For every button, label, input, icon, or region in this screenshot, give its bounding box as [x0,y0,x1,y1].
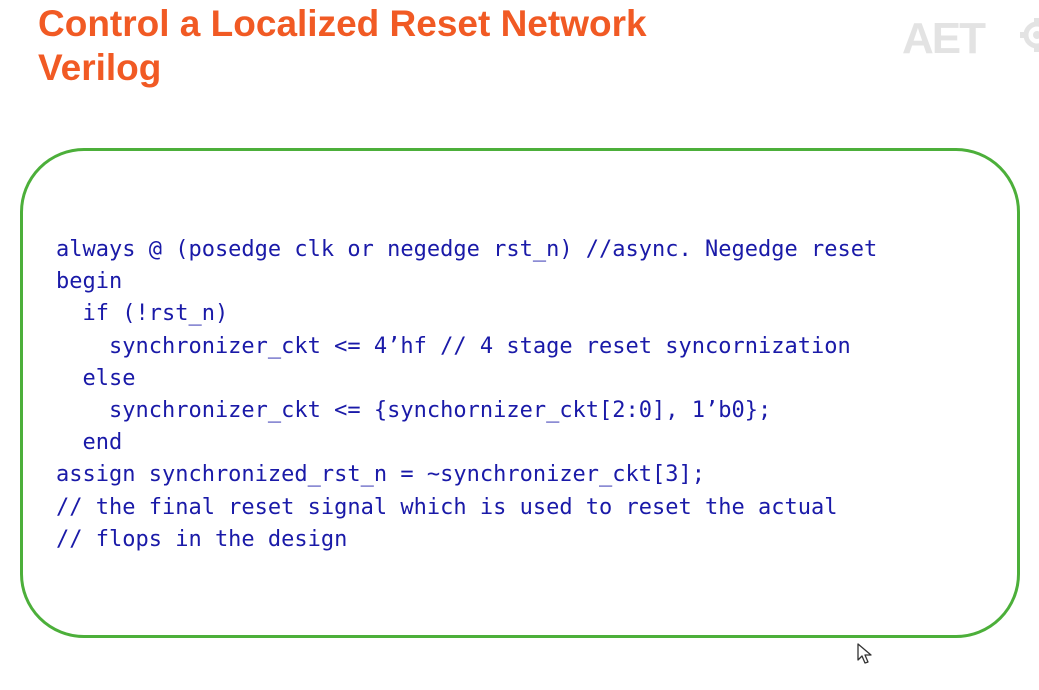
slide-title: Control a Localized Reset Network Verilo… [38,2,647,90]
code-line: begin [56,269,123,295]
slide-title-line-2: Verilog [38,47,162,88]
code-line: always @ (posedge clk or negedge rst_n) … [56,237,878,262]
code-line: synchronizer_ckt <= {synchornizer_ckt[2:… [56,397,772,423]
code-box [20,148,1020,638]
code-line: else [56,365,136,391]
code-line: // the final reset signal which is used … [56,494,838,520]
code-line: end [56,430,123,456]
code-line: synchronizer_ckt <= 4’hf // 4 stage rese… [56,333,851,359]
aet-logo: AET [900,10,1039,70]
mouse-cursor-icon [857,643,872,664]
logo-text: AET [902,14,986,63]
gear-icon [1020,18,1039,52]
code-line: if (!rst_n) [56,301,229,327]
verilog-code-block: always @ (posedge clk or negedge rst_n) … [56,234,877,556]
slide-title-line-1: Control a Localized Reset Network [38,3,647,44]
code-line: // flops in the design [56,526,348,552]
code-line: assign synchronized_rst_n = ~synchronize… [56,462,706,488]
